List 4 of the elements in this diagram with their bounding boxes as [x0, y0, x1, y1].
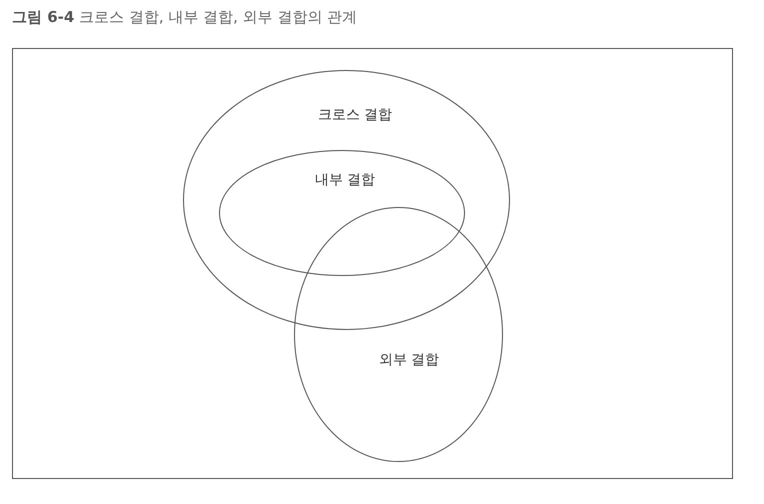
figure-title: 그림 6-4 크로스 결합, 내부 결합, 외부 결합의 관계 — [12, 8, 358, 27]
set-label: 외부 결합 — [378, 351, 440, 369]
set-label: 내부 결합 — [314, 171, 376, 189]
set-label: 크로스 결합 — [318, 106, 392, 124]
